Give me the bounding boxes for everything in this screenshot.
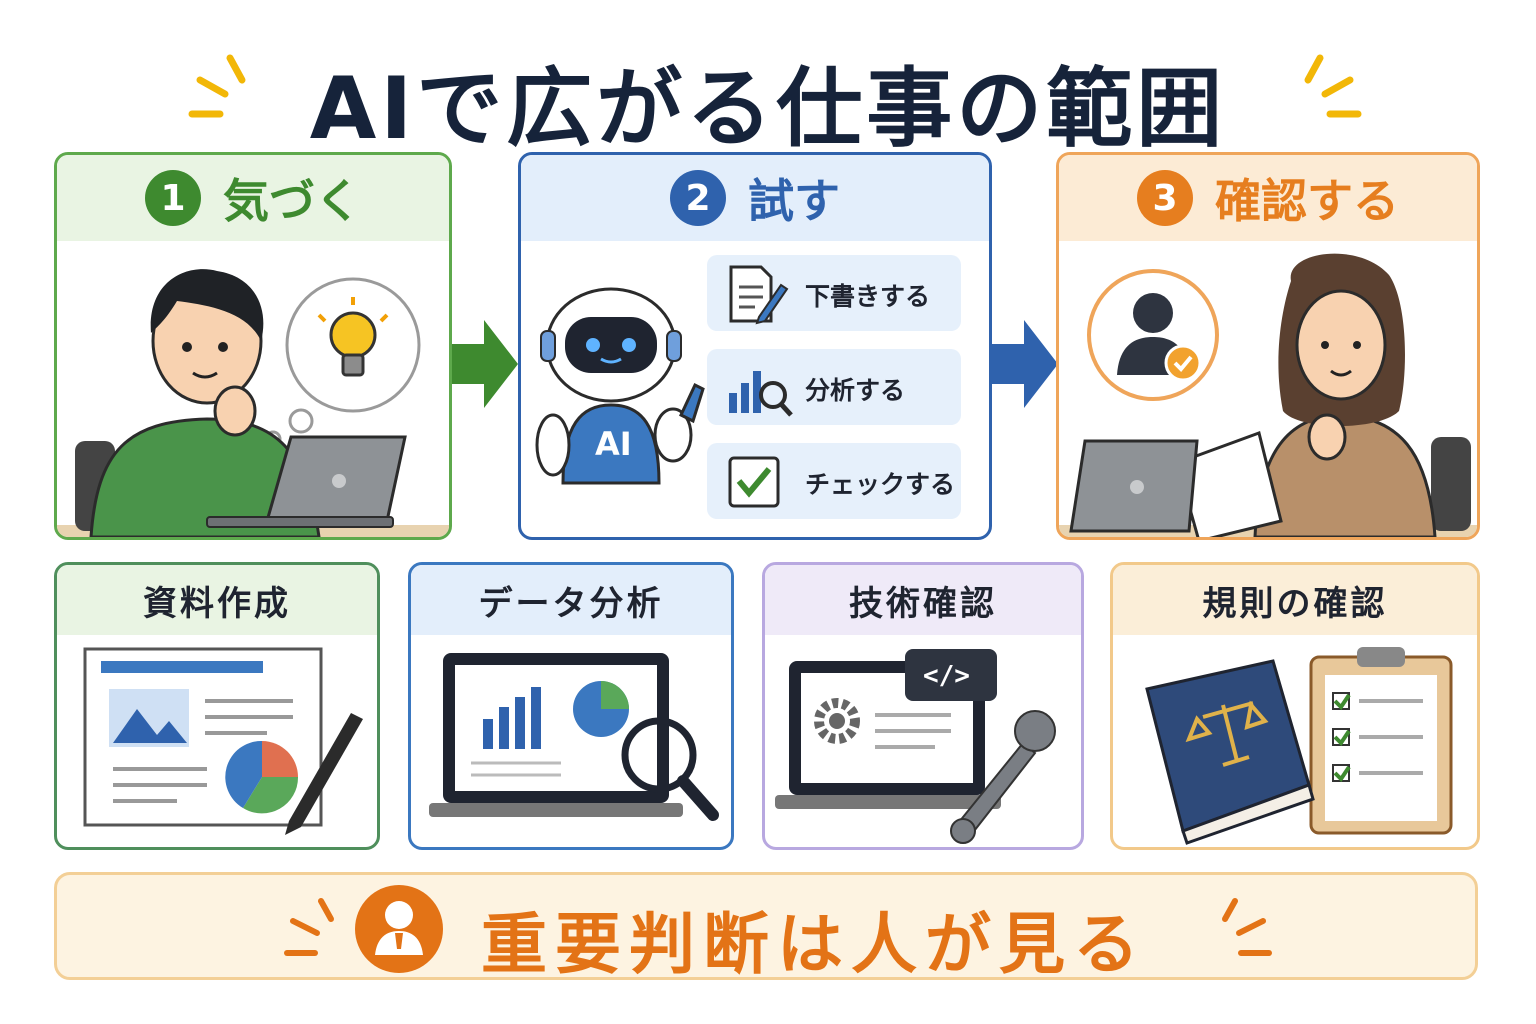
card-rules-check-title: 規則の確認: [1113, 565, 1477, 635]
card-technical-check-title: 技術確認: [765, 565, 1081, 635]
task-check-label: チェックする: [805, 470, 956, 499]
step-1-label: 気づく: [223, 174, 361, 228]
robot-ai-badge: AI: [595, 425, 632, 463]
key-message-text: 重要判断は人が見る: [481, 906, 1147, 983]
arrow-right-blue-icon: [992, 320, 1058, 408]
document-pen-icon: [729, 265, 789, 325]
task-analyze: 分析する: [707, 349, 961, 425]
key-message-bar: 重要判断は人が見る: [54, 872, 1478, 983]
person-icon: [355, 885, 443, 973]
checkbox-icon: [728, 456, 780, 508]
card-technical-check: 技術確認 </>: [762, 562, 1084, 850]
arrow-right-green-icon: [452, 320, 518, 408]
chart-magnifier-icon: [729, 371, 793, 417]
step-3-panel: 3 確認する: [1056, 152, 1480, 540]
card-data-analysis: データ分析: [408, 562, 734, 850]
card-rules-check: 規則の確認: [1110, 562, 1480, 850]
step-1-panel: 1 気づく: [54, 152, 452, 540]
law-book-checklist-icon: [1145, 647, 1453, 845]
step-2-panel: 2 試す AI 下書きする 分析する: [518, 152, 992, 540]
step-3-label: 確認する: [1215, 174, 1399, 228]
man-thinking-illustration: [57, 269, 449, 537]
step-2-header: 2 試す: [521, 155, 989, 241]
ai-robot-illustration: [535, 287, 705, 485]
step-3-number: 3: [1137, 170, 1193, 226]
page-title: AIで広がる仕事の範囲: [309, 59, 1227, 159]
card-data-analysis-title: データ分析: [411, 565, 731, 635]
step-1-number: 1: [145, 170, 201, 226]
step-3-header: 3 確認する: [1059, 155, 1477, 241]
sparkle-left-icon: [188, 54, 246, 118]
step-2-number: 2: [670, 170, 726, 226]
step-1-header: 1 気づく: [57, 155, 449, 241]
presentation-pen-icon: [83, 647, 363, 835]
card-document-creation: 資料作成: [54, 562, 380, 850]
woman-reviewing-illustration: [1059, 253, 1477, 537]
step-2-label: 試す: [748, 174, 840, 228]
task-draft: 下書きする: [707, 255, 961, 331]
laptop-code-wrench-icon: [775, 649, 1056, 844]
card-document-creation-title: 資料作成: [57, 565, 377, 635]
task-check: チェックする: [707, 443, 961, 519]
verified-person-icon: [1087, 269, 1219, 401]
laptop-chart-magnifier-icon: [429, 653, 719, 821]
scales-of-justice-icon: [1185, 700, 1269, 767]
sparkle-bottom-left-icon: [284, 898, 334, 956]
task-draft-label: 下書きする: [805, 282, 931, 311]
task-analyze-label: 分析する: [805, 376, 906, 405]
checklist-items: [1332, 692, 1423, 783]
lightbulb-icon: [317, 297, 389, 377]
sparkle-right-icon: [1304, 54, 1362, 118]
code-tag-icon: </>: [923, 661, 970, 691]
sparkle-bottom-right-icon: [1222, 898, 1272, 956]
